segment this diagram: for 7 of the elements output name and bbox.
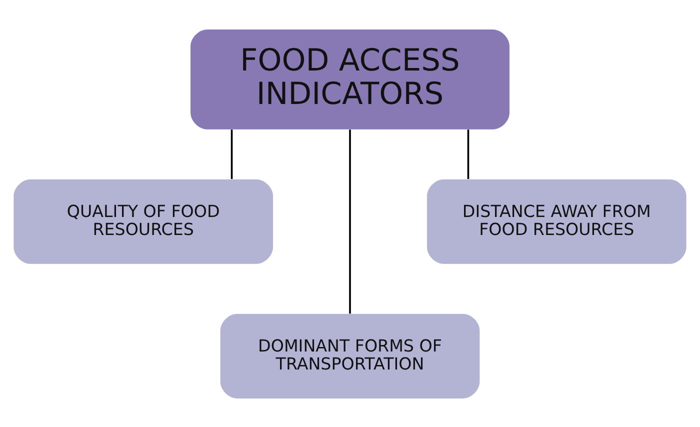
node-box: QUALITY OF FOOD RESOURCES [14, 178, 274, 264]
node-box: FOOD ACCESS INDICATORS [190, 29, 510, 129]
node-box: DISTANCE AWAY FROM FOOD RESOURCES [426, 178, 686, 264]
connector [230, 129, 233, 179]
connector [467, 129, 470, 179]
connector [349, 129, 351, 314]
node-box: DOMINANT FORMS OF TRANSPORTATION [220, 313, 480, 398]
